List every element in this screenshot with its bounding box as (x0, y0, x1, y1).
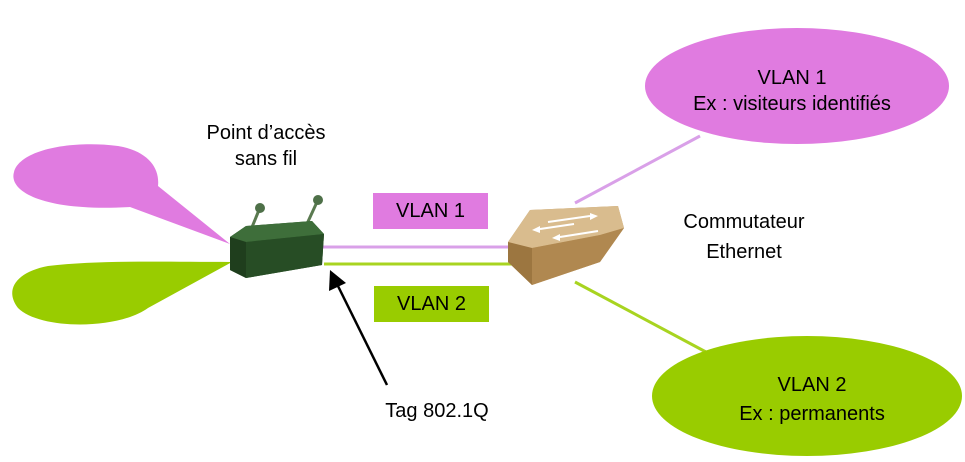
vlan1-tag-label: VLAN 1 (396, 200, 465, 222)
switch-label-line2: Ethernet (706, 241, 782, 263)
access-point-label-line2: sans fil (234, 148, 298, 170)
vlan1-bubble-example: Ex : visiteurs identifiés (693, 93, 891, 115)
vlan1-bubble (645, 28, 949, 144)
wireless-access-point-icon (230, 195, 324, 278)
tag-annotation-arrow (334, 281, 389, 386)
vlan1-tag-box (373, 193, 488, 229)
vlan2-bubble-title: VLAN 2 (777, 374, 847, 396)
vlan2-tag-box (374, 286, 489, 322)
tag-annotation-label: Tag 802.1Q (385, 400, 489, 422)
vlan2-tag-label: VLAN 2 (397, 293, 466, 315)
vlan1-bubble-title: VLAN 1 (757, 67, 827, 89)
switch-label-line1: Commutateur (683, 211, 805, 233)
vlan2-bubble (652, 336, 962, 456)
tag-annotation-arrowhead (329, 270, 346, 291)
ethernet-switch-icon (508, 206, 624, 285)
vlan1-uplink-line (574, 134, 701, 205)
vlan1-wireless-coverage (13, 144, 230, 244)
access-point-label-line1: Point d’accès (206, 122, 326, 144)
vlan2-wireless-coverage (12, 261, 233, 325)
vlan2-bubble-example: Ex : permanents (739, 403, 885, 425)
vlan2-uplink-line (574, 280, 707, 354)
